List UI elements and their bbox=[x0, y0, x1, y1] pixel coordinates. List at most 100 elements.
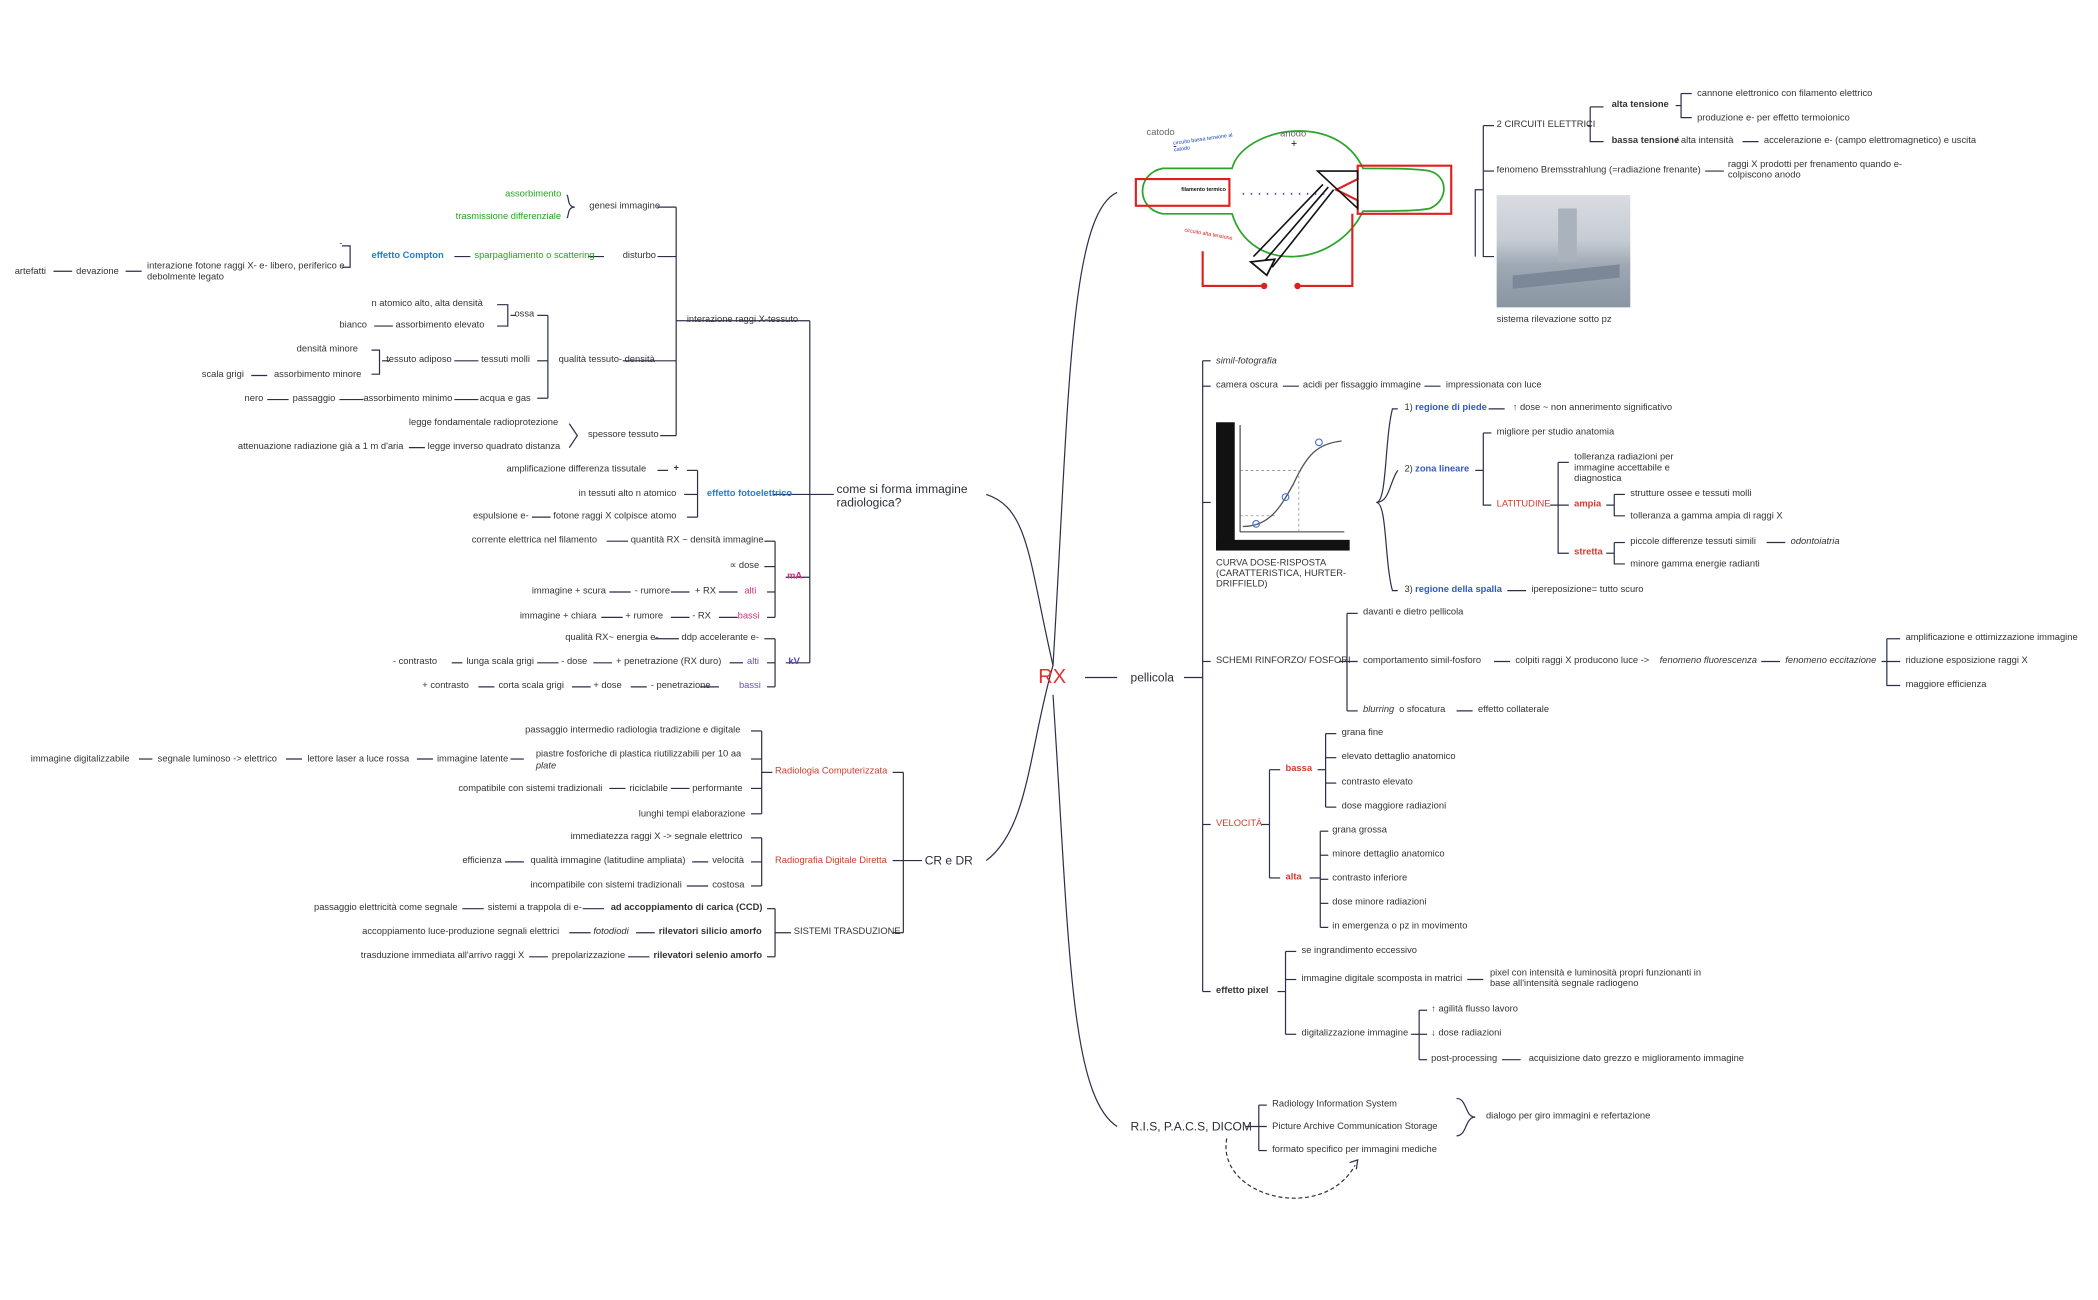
node-bianco[interactable]: bianco bbox=[339, 320, 368, 331]
node-agilita[interactable]: ↑ agilità flusso lavoro bbox=[1431, 1004, 1519, 1015]
node-alta-tensione[interactable]: alta tensione bbox=[1611, 100, 1669, 110]
node-cannone[interactable]: cannone elettronico con filamento elettr… bbox=[1697, 89, 1873, 99]
node-espulsione[interactable]: espulsione e- bbox=[473, 511, 529, 522]
node-ccd[interactable]: ad accoppiamento di carica (CCD) bbox=[610, 903, 763, 913]
node-piede-desc[interactable]: ↑ dose ~ non annerimento significativo bbox=[1512, 403, 1673, 413]
node-fotone-atomo[interactable]: fotone raggi X colpisce atomo bbox=[553, 511, 677, 522]
node-ma-scura[interactable]: immagine + scura bbox=[531, 586, 606, 596]
node-piede[interactable]: regione di piede bbox=[1415, 403, 1487, 413]
node-digitalizzazione[interactable]: digitalizzazione immagine bbox=[1301, 1028, 1409, 1039]
node-impressionata[interactable]: impressionata con luce bbox=[1445, 380, 1542, 391]
node-migliore[interactable]: migliore per studio anatomia bbox=[1496, 427, 1615, 437]
node-camera[interactable]: camera oscura bbox=[1216, 380, 1278, 391]
node-b2[interactable]: elevato dettaglio anatomico bbox=[1341, 752, 1456, 762]
node-ma[interactable]: mA bbox=[787, 571, 803, 582]
node-kv-meno-dose[interactable]: - dose bbox=[561, 657, 588, 667]
node-ma-corrente[interactable]: corrente elettrica nel filamento bbox=[471, 535, 598, 546]
node-kv-meno-contrasto[interactable]: - contrasto bbox=[392, 657, 438, 667]
node-velocita[interactable]: VELOCITÀ bbox=[1216, 819, 1263, 829]
node-dr-qualita[interactable]: qualità immagine (latitudine ampliata) bbox=[530, 856, 686, 866]
root-node[interactable]: RX bbox=[1038, 665, 1067, 689]
node-trasduzione[interactable]: trasduzione immediata all'arrivo raggi X bbox=[360, 951, 525, 961]
node-b1[interactable]: grana fine bbox=[1341, 728, 1384, 738]
node-dr[interactable]: Radiografia Digitale Diretta bbox=[775, 856, 887, 866]
node-kv-alti[interactable]: alti bbox=[746, 657, 759, 667]
node-legge[interactable]: legge fondamentale radioprotezione bbox=[408, 418, 559, 428]
node-dialogo[interactable]: dialogo per giro immagini e refertazione bbox=[1485, 1111, 1651, 1122]
node-ma-dose[interactable]: ∝ dose bbox=[729, 561, 760, 571]
node-cr-digitalizzabile[interactable]: immagine digitalizzabile bbox=[30, 755, 130, 765]
node-ma-chiara[interactable]: immagine + chiara bbox=[519, 612, 597, 622]
node-accelerazione[interactable]: accelerazione e- (campo elettromagnetico… bbox=[1763, 136, 1977, 146]
node-prepolarizzazione[interactable]: prepolarizzazione bbox=[551, 951, 626, 961]
node-termoionico[interactable]: produzione e- per effetto termoionico bbox=[1697, 113, 1850, 123]
node-densita-minore[interactable]: densità minore bbox=[296, 344, 359, 355]
node-cr[interactable]: Radiologia Computerizzata bbox=[775, 767, 888, 777]
node-trasmissione[interactable]: trasmissione differenziale bbox=[455, 212, 562, 222]
node-alto-n[interactable]: in tessuti alto n atomico bbox=[578, 489, 677, 499]
node-eccitazione[interactable]: fenomeno eccitazione bbox=[1785, 656, 1877, 666]
node-schemi[interactable]: SCHEMI RINFORZO/ FOSFORI bbox=[1216, 656, 1351, 666]
node-compton[interactable]: effetto Compton bbox=[371, 251, 444, 261]
node-cr-latente[interactable]: immagine latente bbox=[436, 755, 509, 765]
node-genesi[interactable]: genesi immagine bbox=[589, 201, 661, 212]
node-nero[interactable]: nero bbox=[244, 394, 264, 404]
node-acquisizione[interactable]: acquisizione dato grezzo e miglioramento… bbox=[1528, 1054, 1744, 1064]
node-kv[interactable]: kV bbox=[788, 657, 800, 667]
node-a1[interactable]: grana grossa bbox=[1332, 825, 1387, 836]
node-pixel-desc[interactable]: pixel con intensità e luminosità propri … bbox=[1489, 968, 1702, 989]
node-riduzione[interactable]: riduzione esposizione raggi X bbox=[1905, 656, 2028, 666]
node-ma-meno-rx[interactable]: - RX bbox=[692, 612, 711, 622]
node-kv-corta[interactable]: corta scala grigi bbox=[498, 681, 564, 691]
node-scala-grigi[interactable]: scala grigi bbox=[201, 370, 244, 380]
node-acidi[interactable]: acidi per fissaggio immagine bbox=[1302, 380, 1421, 391]
node-bassa-tensione[interactable]: bassa tensione bbox=[1611, 136, 1680, 146]
node-attenuazione[interactable]: attenuazione radiazione già a 1 m d'aria bbox=[237, 442, 404, 452]
node-deviazione[interactable]: devazione bbox=[76, 267, 119, 277]
node-circuiti[interactable]: 2 CIRCUITI ELETTRICI bbox=[1496, 120, 1596, 130]
node-ris-r2[interactable]: Picture Archive Communication Storage bbox=[1272, 1122, 1438, 1132]
node-vel-bassa[interactable]: bassa bbox=[1285, 764, 1313, 774]
node-cr-lunghi[interactable]: lunghi tempi elaborazione bbox=[638, 809, 746, 820]
node-simil[interactable]: simil-fotografia bbox=[1216, 356, 1277, 367]
node-a3[interactable]: contrasto inferiore bbox=[1332, 873, 1408, 884]
node-kv-qualita[interactable]: qualità RX~ energia e- bbox=[565, 633, 659, 643]
node-efficienza[interactable]: maggiore efficienza bbox=[1905, 680, 1987, 690]
node-amplificazione-ott[interactable]: amplificazione e ottimizzazione immagine bbox=[1905, 633, 2078, 643]
node-kv-ddp[interactable]: ddp accelerante e- bbox=[681, 633, 759, 643]
node-ass-minimo[interactable]: assorbimento minimo bbox=[363, 394, 453, 404]
node-prodotti[interactable]: raggi X prodotti per frenamento quando e… bbox=[1727, 160, 1903, 181]
node-ma-bassi[interactable]: bassi bbox=[737, 612, 760, 622]
node-cr-riciclabile[interactable]: riciclabile bbox=[629, 784, 668, 794]
node-post[interactable]: post-processing bbox=[1431, 1054, 1498, 1064]
node-interazione[interactable]: interazione raggi X-tessuto bbox=[686, 315, 799, 325]
node-scattering[interactable]: sparpagliamento o scattering bbox=[474, 251, 595, 261]
node-davanti[interactable]: davanti e dietro pellicola bbox=[1363, 608, 1464, 618]
node-dr-immediatezza[interactable]: immediatezza raggi X -> segnale elettric… bbox=[570, 832, 743, 842]
node-kv-pen-piu[interactable]: + penetrazione (RX duro) bbox=[616, 657, 722, 667]
node-sfocatura[interactable]: o sfocatura bbox=[1399, 705, 1446, 715]
node-kv-pen-meno[interactable]: - penetrazione bbox=[650, 681, 711, 691]
node-a4[interactable]: dose minore radiazioni bbox=[1332, 897, 1427, 908]
node-ampia[interactable]: ampia bbox=[1574, 499, 1602, 510]
node-ris-r3[interactable]: formato specifico per immagini mediche bbox=[1272, 1145, 1437, 1155]
node-adiposo[interactable]: tessuto adiposo bbox=[386, 355, 452, 365]
node-kv-lunga[interactable]: lunga scala grigi bbox=[466, 657, 534, 667]
node-fotone-libero[interactable]: interazione fotone raggi X- e- libero, p… bbox=[146, 261, 345, 283]
node-kv-bassi[interactable]: bassi bbox=[738, 681, 761, 691]
branch-pellicola[interactable]: pellicola bbox=[1130, 670, 1174, 685]
node-trappola[interactable]: sistemi a trappola di e- bbox=[487, 903, 582, 913]
node-blurring[interactable]: blurring bbox=[1363, 705, 1395, 715]
node-brems[interactable]: fenomeno Bremsstrahlung (=radiazione fre… bbox=[1496, 165, 1701, 176]
node-bassa-tail[interactable]: / alta intensità bbox=[1675, 136, 1734, 146]
node-ma-quantita[interactable]: quantità RX ~ densità immagine bbox=[630, 535, 764, 546]
node-silicio[interactable]: rilevatori silicio amorfo bbox=[658, 927, 762, 937]
node-molli[interactable]: tessuti molli bbox=[481, 355, 530, 365]
node-kv-piu-dose[interactable]: + dose bbox=[593, 681, 622, 691]
node-sistemi[interactable]: SISTEMI TRASDUZIONE bbox=[793, 927, 901, 937]
node-cr-performante[interactable]: performante bbox=[692, 784, 743, 794]
node-disturbo[interactable]: disturbo bbox=[622, 251, 656, 261]
node-latitudine[interactable]: LATITUDINE bbox=[1496, 499, 1551, 510]
node-cr-laser[interactable]: lettore laser a luce rossa bbox=[307, 755, 410, 765]
node-ma-piu-rumore[interactable]: + rumore bbox=[625, 612, 664, 622]
